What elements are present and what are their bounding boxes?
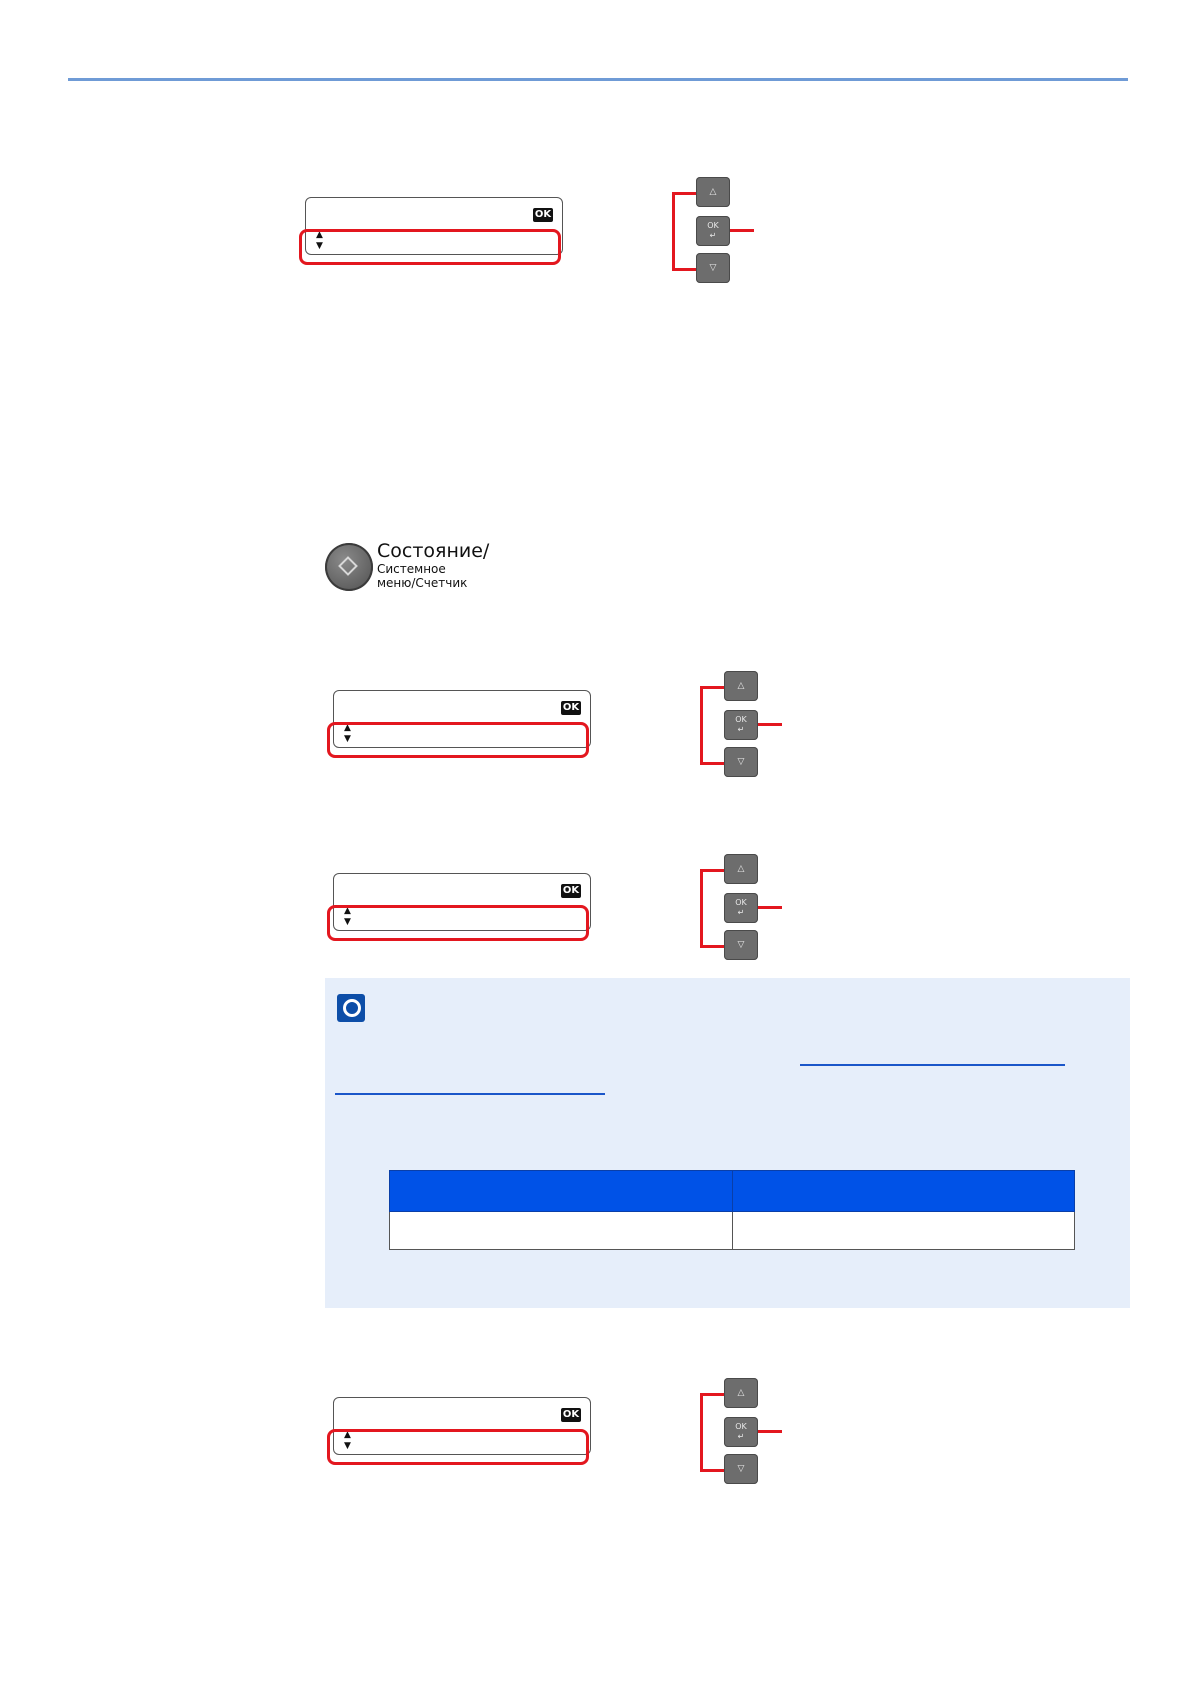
- table-header-row: [389, 1170, 1075, 1212]
- lcd-screen: [333, 873, 591, 931]
- scroll-arrows-icon: ▲▼: [344, 723, 351, 744]
- navigation-keys: △ OK↵ ▽: [698, 854, 818, 964]
- selection-highlight: [327, 1429, 589, 1465]
- up-key-button[interactable]: △: [724, 854, 758, 884]
- down-key-button[interactable]: ▽: [724, 747, 758, 777]
- up-key-button[interactable]: △: [724, 671, 758, 701]
- table-row: [389, 1211, 1075, 1250]
- up-key-button[interactable]: △: [696, 177, 730, 207]
- note-table: [389, 1170, 1075, 1250]
- ok-key-button[interactable]: OK↵: [696, 216, 730, 246]
- scroll-arrows-icon: ▲▼: [344, 1430, 351, 1451]
- ok-badge-icon: OK: [561, 1408, 581, 1422]
- lcd-display: OK ▲▼: [327, 1397, 591, 1465]
- ok-badge-icon: OK: [561, 884, 581, 898]
- ok-badge-icon: OK: [533, 208, 553, 222]
- ok-key-button[interactable]: OK↵: [724, 893, 758, 923]
- reference-link[interactable]: [335, 1093, 605, 1095]
- selection-highlight: [299, 229, 561, 265]
- lcd-display: OK ▲▼: [327, 690, 591, 758]
- lcd-screen: [333, 690, 591, 748]
- status-key[interactable]: [325, 543, 373, 591]
- down-key-button[interactable]: ▽: [724, 1454, 758, 1484]
- table-cell: [731, 1211, 1075, 1250]
- ok-key-button[interactable]: OK↵: [724, 1417, 758, 1447]
- navigation-keys: △ OK↵ ▽: [698, 671, 818, 781]
- lcd-display: OK ▲▼: [327, 873, 591, 941]
- selection-highlight: [327, 905, 589, 941]
- scroll-arrows-icon: ▲▼: [344, 906, 351, 927]
- lcd-display: OK ▲▼: [299, 197, 563, 265]
- table-header-cell: [731, 1170, 1075, 1212]
- ok-key-button[interactable]: OK↵: [724, 710, 758, 740]
- lcd-screen: [305, 197, 563, 255]
- table-header-cell: [389, 1170, 733, 1212]
- header-rule: [68, 78, 1128, 81]
- lcd-screen: [333, 1397, 591, 1455]
- reference-link[interactable]: [800, 1064, 1065, 1066]
- ok-badge-icon: OK: [561, 701, 581, 715]
- scroll-arrows-icon: ▲▼: [316, 230, 323, 251]
- note-box: [325, 978, 1130, 1308]
- status-label: Состояние/: [377, 540, 490, 562]
- note-magnifier-icon: [337, 994, 365, 1022]
- down-key-button[interactable]: ▽: [724, 930, 758, 960]
- selection-highlight: [327, 722, 589, 758]
- down-key-button[interactable]: ▽: [696, 253, 730, 283]
- up-key-button[interactable]: △: [724, 1378, 758, 1408]
- navigation-keys: △ OK↵ ▽: [670, 177, 790, 287]
- table-cell: [389, 1211, 733, 1250]
- navigation-keys: △ OK↵ ▽: [698, 1378, 818, 1488]
